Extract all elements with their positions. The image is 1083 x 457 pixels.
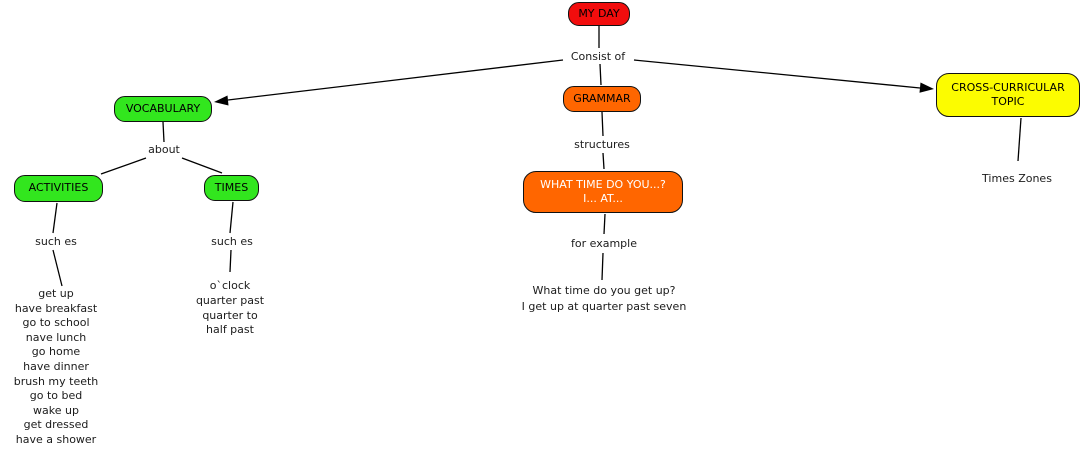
- link-label-consist-of[interactable]: Consist of: [570, 50, 626, 63]
- line-activities-suches: [52, 202, 58, 234]
- node-my-day[interactable]: MY DAY: [568, 2, 630, 26]
- node-vocabulary[interactable]: VOCABULARY: [114, 96, 212, 122]
- link-label-such-es-activities[interactable]: such es: [35, 235, 77, 248]
- line-about-times: [181, 157, 223, 174]
- link-label-for-example[interactable]: for example: [571, 237, 637, 250]
- node-what-time[interactable]: WHAT TIME DO YOU...? I... AT...: [523, 171, 683, 213]
- line-forexample-example: [601, 252, 604, 281]
- node-grammar[interactable]: GRAMMAR: [563, 86, 641, 112]
- line-vocabulary-about: [162, 121, 165, 143]
- arrowhead-into-vocabulary: [214, 95, 229, 106]
- line-whattime-forexample: [603, 213, 606, 235]
- leaf-example-sentences[interactable]: What time do you get up? I get up at qua…: [521, 284, 687, 313]
- link-label-structures[interactable]: structures: [574, 138, 630, 151]
- link-label-such-es-times[interactable]: such es: [211, 235, 253, 248]
- line-consistof-grammar: [599, 63, 602, 86]
- line-structures-whattime: [602, 152, 605, 170]
- leaf-activities-list[interactable]: get up have breakfast go to school nave …: [13, 287, 99, 446]
- arrowhead-into-crosscurricular: [919, 82, 934, 93]
- line-grammar-structures: [601, 111, 604, 137]
- node-cross-curricular-topic[interactable]: CROSS-CURRICULAR TOPIC: [936, 73, 1080, 117]
- leaf-times-zones[interactable]: Times Zones: [982, 172, 1052, 185]
- line-consistof-crosscurricular: [633, 59, 921, 89]
- line-consistof-vocabulary: [227, 59, 564, 101]
- line-about-activities: [100, 157, 147, 175]
- line-suches-activitieslist: [52, 249, 63, 287]
- leaf-times-list[interactable]: o`clock quarter past quarter to half pas…: [195, 279, 265, 337]
- line-crosscurricular-timeszones: [1017, 117, 1022, 162]
- node-times[interactable]: TIMES: [204, 175, 259, 201]
- line-times-suches: [229, 201, 234, 234]
- node-activities[interactable]: ACTIVITIES: [14, 175, 103, 202]
- link-label-about[interactable]: about: [148, 143, 180, 156]
- line-suches-timeslist: [229, 249, 232, 273]
